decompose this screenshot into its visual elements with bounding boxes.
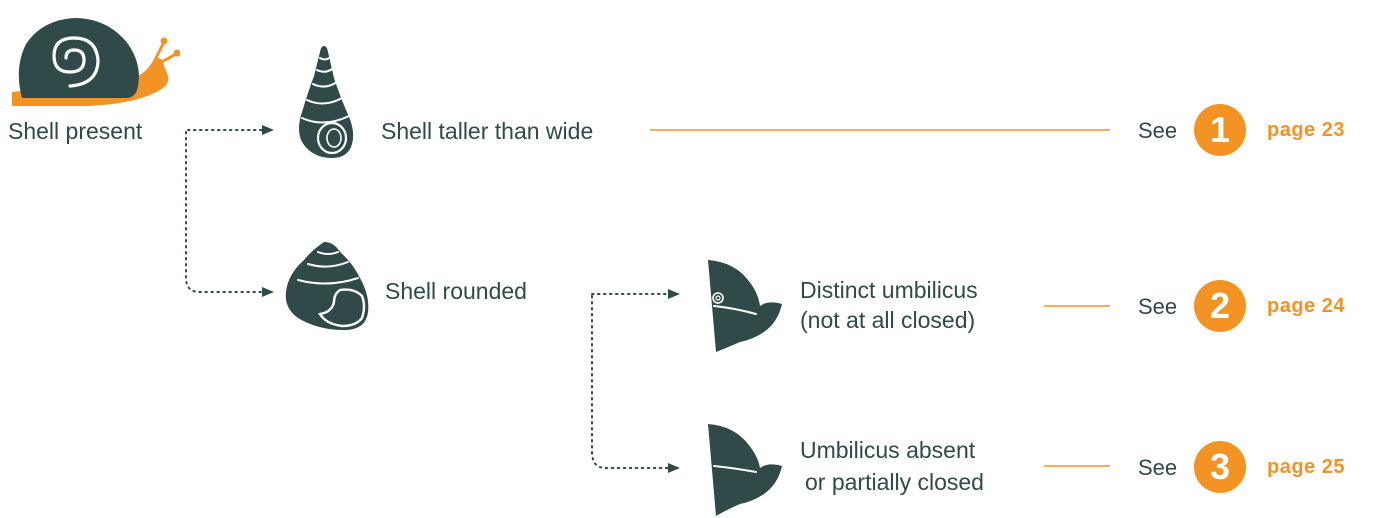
node-shell-taller: Shell taller than wide bbox=[381, 118, 594, 144]
result-3-see: See bbox=[1138, 455, 1178, 480]
connector-rounded-down bbox=[591, 295, 669, 469]
result-2-page[interactable]: page 24 bbox=[1267, 295, 1345, 317]
result-3-page[interactable]: page 25 bbox=[1267, 456, 1345, 478]
result-1-page[interactable]: page 23 bbox=[1267, 119, 1345, 141]
node-distinct-umbilicus-line1: Distinct umbilicus bbox=[800, 277, 978, 303]
arrowhead-absent bbox=[668, 463, 680, 473]
tall-shell-icon bbox=[299, 46, 354, 158]
result-1-see: See bbox=[1138, 118, 1178, 143]
node-shell-rounded: Shell rounded bbox=[385, 278, 527, 304]
result-1-badge: 1 bbox=[1194, 104, 1246, 156]
arrowhead-tall bbox=[262, 125, 274, 135]
node-shell-present: Shell present bbox=[8, 118, 143, 144]
result-2-see: See bbox=[1138, 294, 1178, 319]
rounded-shell-icon bbox=[285, 242, 369, 330]
connector-present-down bbox=[185, 131, 263, 293]
snail-icon bbox=[12, 18, 180, 106]
node-distinct-umbilicus-line2: (not at all closed) bbox=[800, 307, 976, 333]
arrowhead-distinct bbox=[668, 289, 680, 299]
umbilicus-absent-icon bbox=[708, 424, 782, 516]
arrowhead-rounded bbox=[262, 287, 274, 297]
node-umbilicus-absent-line2: or partially closed bbox=[805, 469, 984, 495]
umbilicus-distinct-icon bbox=[708, 260, 782, 352]
result-2-badge: 2 bbox=[1194, 280, 1246, 332]
node-umbilicus-absent-line1: Umbilicus absent bbox=[800, 437, 976, 463]
result-3-badge: 3 bbox=[1194, 441, 1246, 493]
